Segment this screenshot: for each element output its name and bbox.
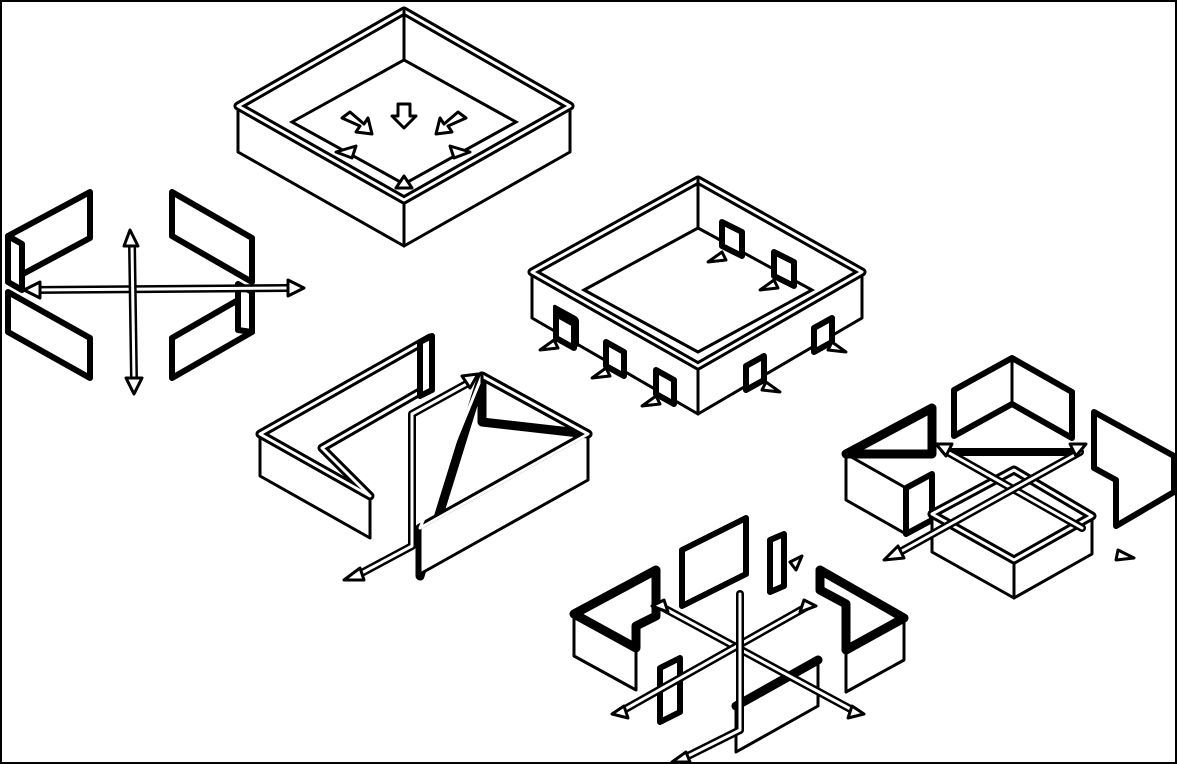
split-panels-cross-arrows (8, 192, 304, 394)
cross-arrows (24, 230, 304, 394)
box-with-side-slots-outward-arrows (532, 180, 862, 414)
four-quadrant-split-box (846, 358, 1174, 598)
split-box-diagonal-separation (260, 336, 588, 580)
six-panel-exploded-box (574, 518, 904, 762)
closed-box-inward-arrows (238, 11, 570, 246)
radiating-arrows (612, 556, 864, 762)
